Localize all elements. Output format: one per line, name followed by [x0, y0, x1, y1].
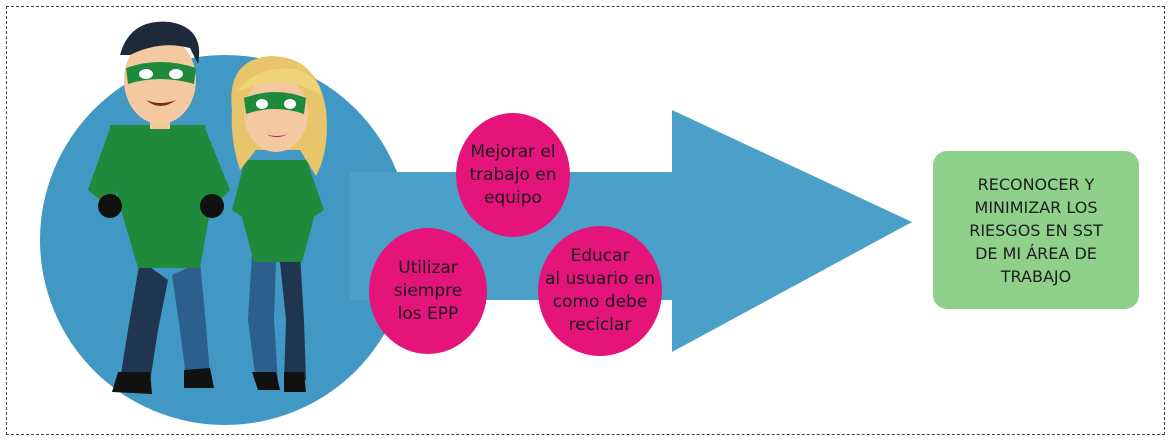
goal-box: RECONOCER Y MINIMIZAR LOS RIESGOS EN SST…: [933, 151, 1139, 309]
dashed-border: [6, 6, 1165, 435]
bubble-educar: Educar al usuario en como debe reciclar: [538, 226, 662, 356]
process-arrow: [350, 110, 912, 352]
female-hero-illustration: [231, 56, 327, 392]
male-hero-illustration: [88, 21, 230, 394]
bubble-mejorar: Mejorar el trabajo en equipo: [456, 113, 570, 237]
bubble-utilizar: Utilizar siempre los EPP: [369, 228, 487, 354]
